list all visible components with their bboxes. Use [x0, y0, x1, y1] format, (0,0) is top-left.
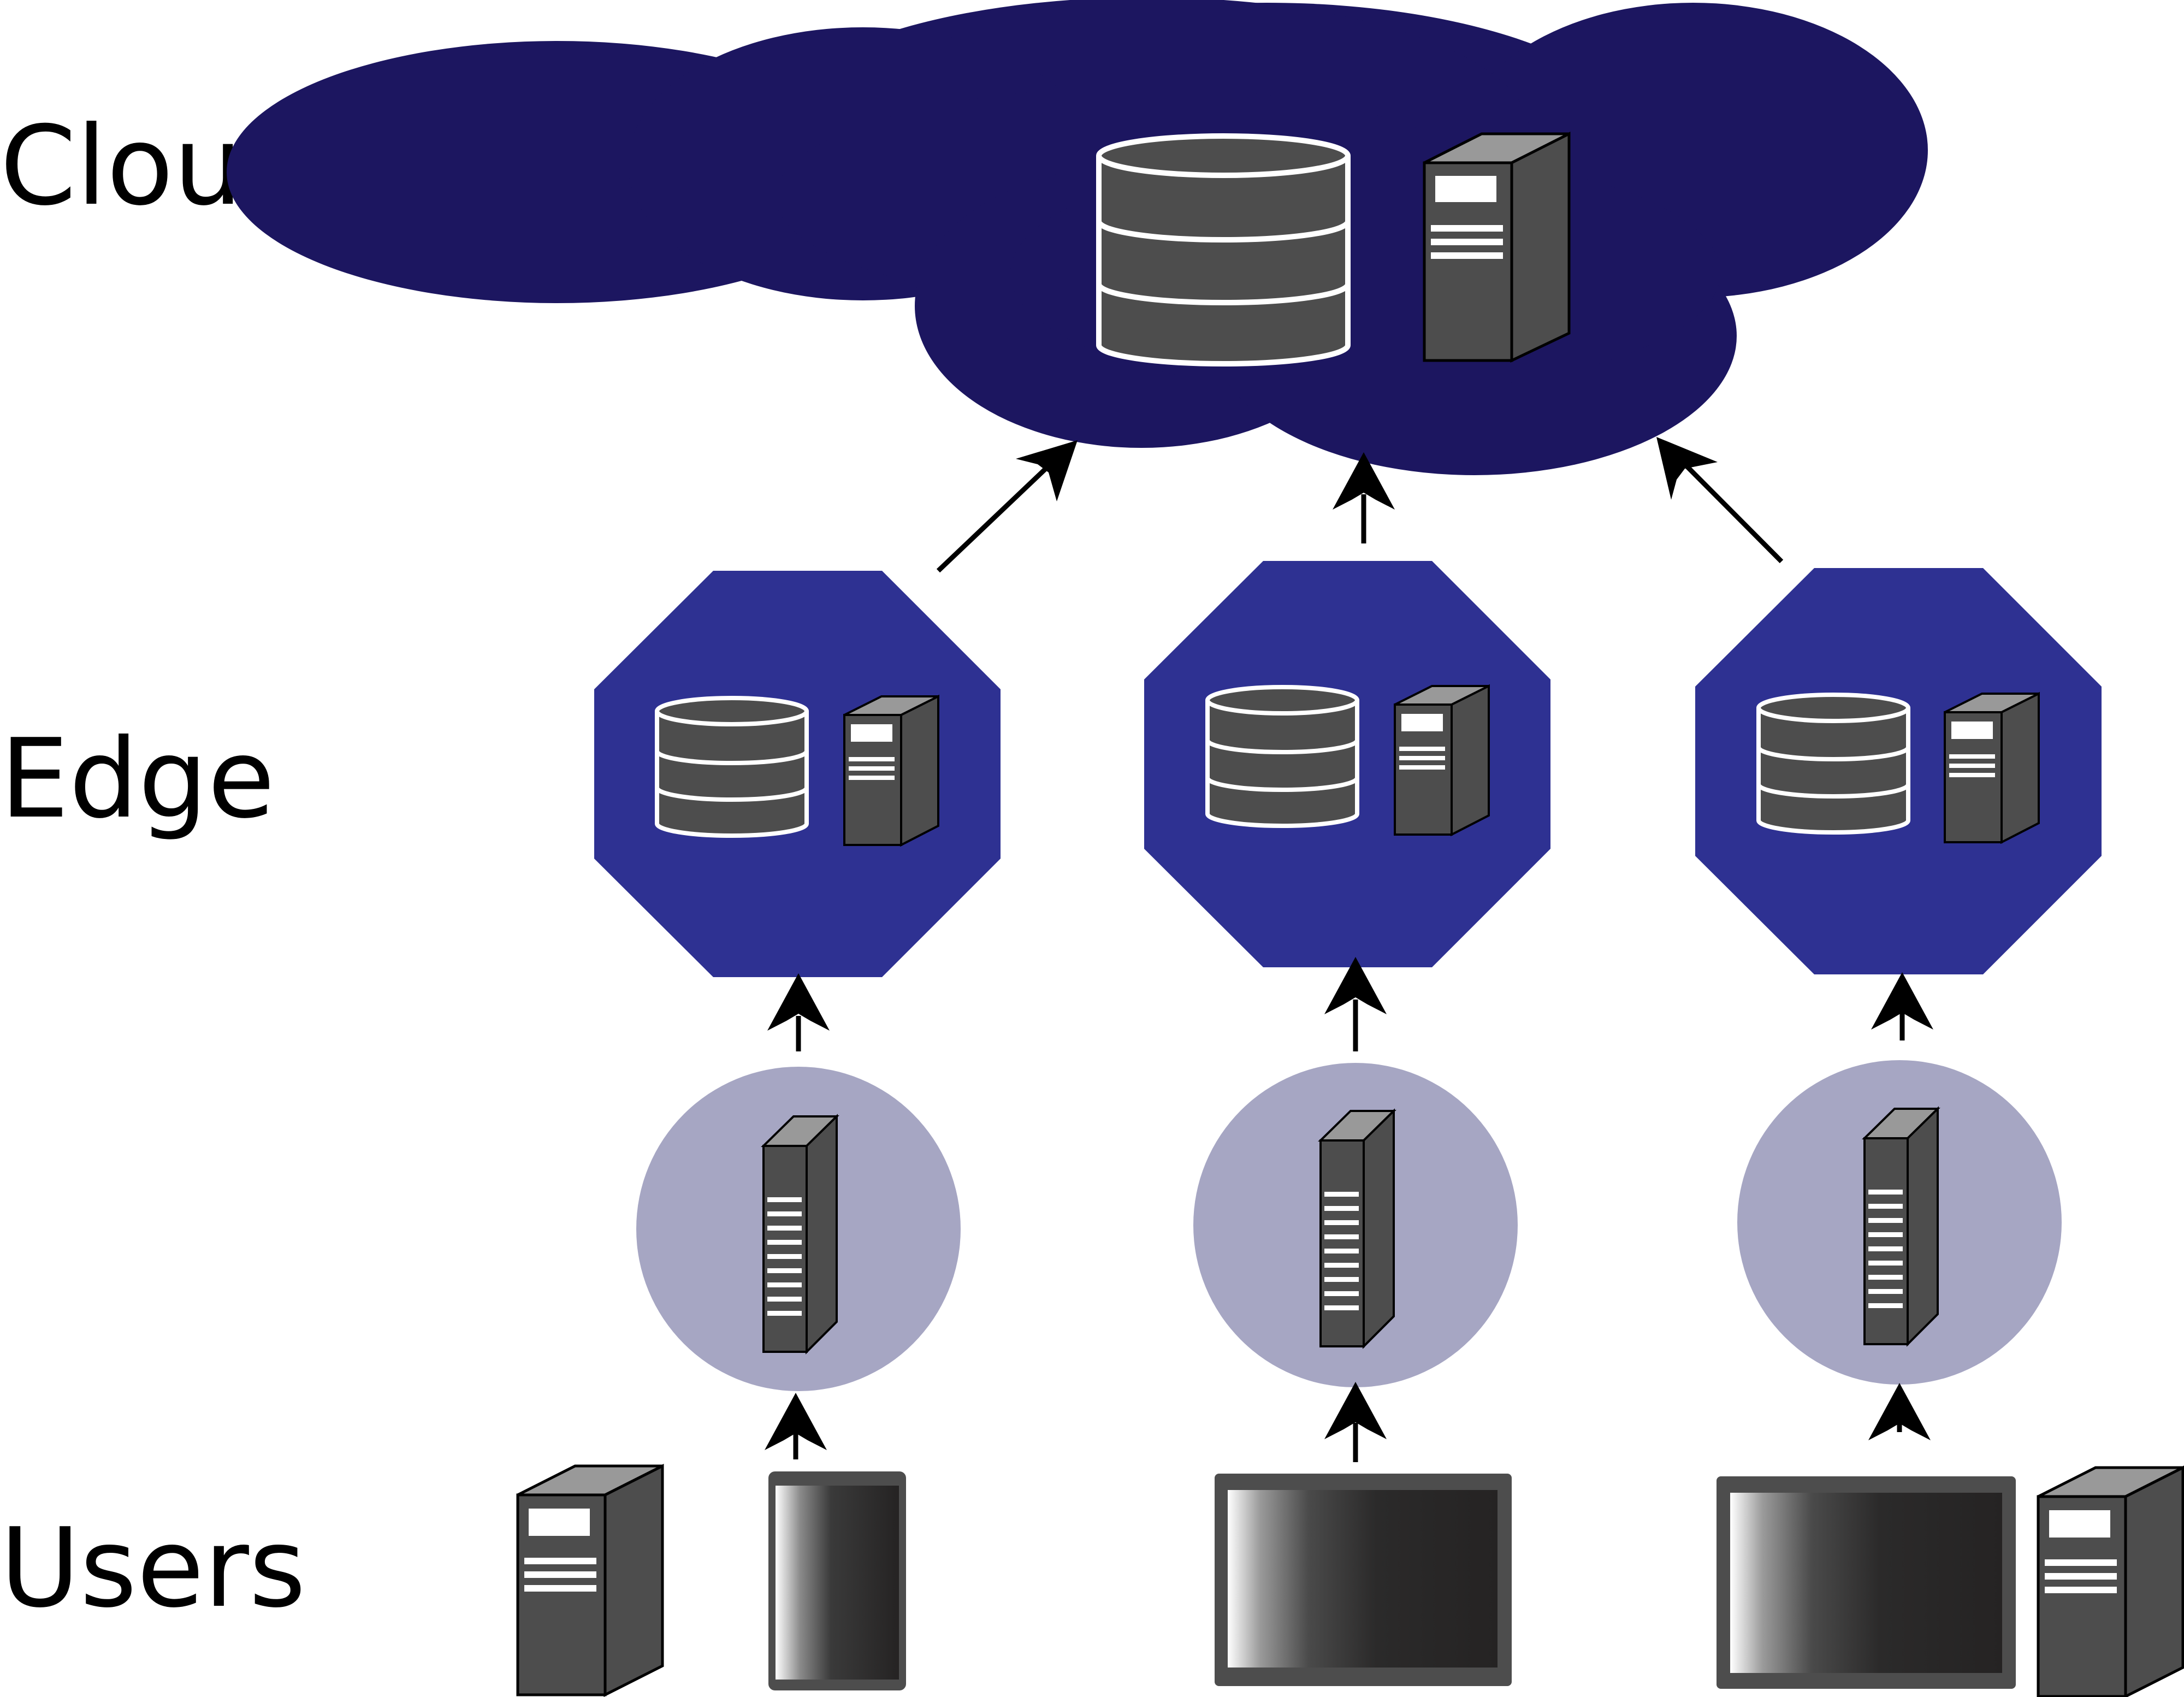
server-tower-icon [1423, 131, 1571, 363]
rack-server-icon [1862, 1106, 1940, 1347]
server-tower-icon [843, 694, 939, 847]
monitor-icon [1215, 1474, 1512, 1686]
arrow-edge3-to-cloud [1656, 437, 1784, 564]
fog-node-2 [1193, 1063, 1518, 1387]
monitor-icon [1717, 1476, 2016, 1689]
tier-label-edge: Edge [0, 716, 275, 843]
arrow-user1-to-fog1 [765, 1393, 827, 1459]
server-tower-icon [1944, 691, 2040, 844]
server-tower-icon [1394, 684, 1490, 837]
arrow-fog2-to-edge2 [1324, 957, 1387, 1051]
arrow-fog3-to-edge3 [1871, 972, 1933, 1040]
desktop-tower-icon [516, 1463, 664, 1697]
rack-server-icon [761, 1114, 839, 1355]
tablet-icon [768, 1471, 906, 1690]
tier-label-users: Users [0, 1505, 306, 1632]
rack-server-icon [1318, 1108, 1396, 1349]
arrow-user2-to-fog2 [1324, 1382, 1387, 1462]
cloud-shape [227, 0, 1928, 475]
desktop-tower-icon [2037, 1465, 2184, 1697]
arrow-user3-to-fog3 [1868, 1383, 1931, 1440]
edge-node-3 [1695, 568, 2102, 974]
edge-node-2 [1144, 561, 1550, 967]
database-icon [1756, 693, 1910, 835]
database-icon [655, 696, 809, 838]
fog-node-3 [1737, 1060, 2062, 1385]
arrow-edge1-to-cloud [936, 440, 1078, 573]
arrow-edge2-to-cloud [1333, 452, 1395, 543]
arrow-fog1-to-edge1 [767, 973, 830, 1051]
fog-node-1 [636, 1067, 961, 1391]
edge-node-1 [594, 571, 1001, 977]
database-icon [1205, 685, 1359, 828]
database-icon [1096, 133, 1351, 366]
